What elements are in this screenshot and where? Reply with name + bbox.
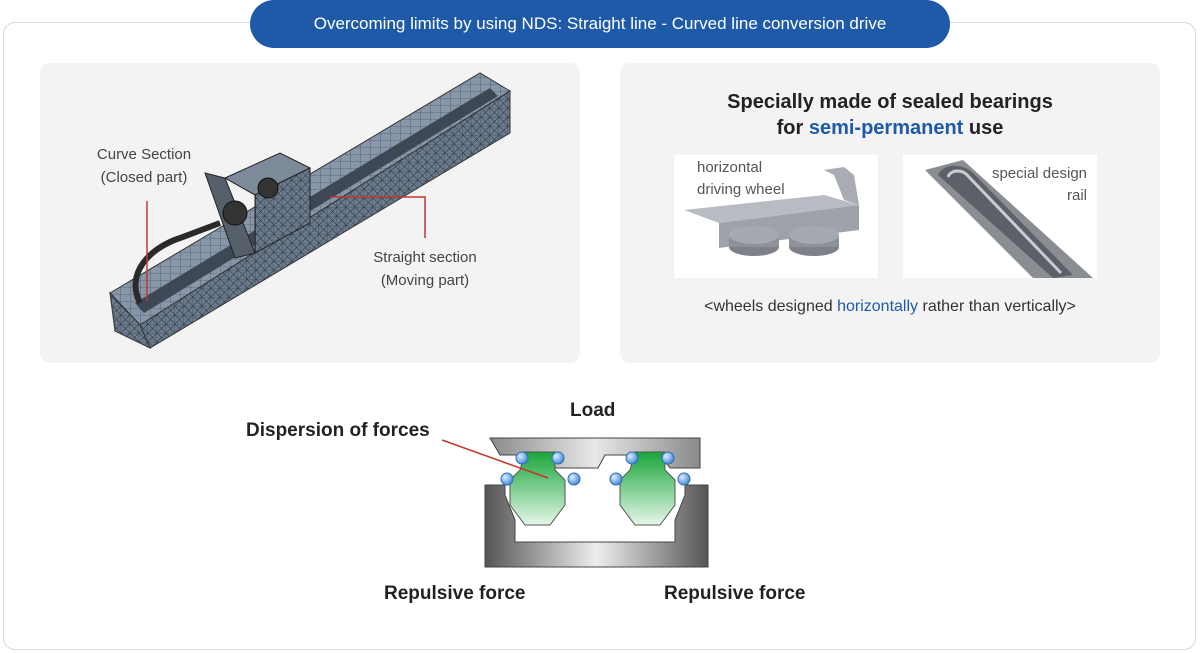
caption-highlight: horizontally <box>837 298 919 315</box>
page-title: Overcoming limits by using NDS: Straight… <box>313 14 887 33</box>
repulsive-force-left-label: Repulsive force <box>384 583 526 604</box>
bearings-caption: <wheels designed horizontally rather tha… <box>620 298 1160 316</box>
straight-section-label: Straight section (Moving part) <box>360 246 490 292</box>
repulsive-force-right-label: Repulsive force <box>664 583 806 604</box>
caption-suffix: rather than vertically> <box>922 298 1076 315</box>
straight-label-line1: Straight section <box>373 249 477 266</box>
special-rail-illustration <box>925 160 1093 278</box>
bearings-heading-line2: for semi-permanent use <box>620 115 1160 142</box>
heading-prefix: for <box>776 117 804 139</box>
rail-mesh-illustration <box>109 72 511 350</box>
straight-label-line2: (Moving part) <box>380 272 470 289</box>
special-rail-label: special design rail <box>992 163 1087 207</box>
dispersion-label: Dispersion of forces <box>246 420 430 441</box>
photo-driving-wheel: horizontal driving wheel <box>674 155 878 278</box>
curve-label-line1: Curve Section <box>96 146 192 163</box>
caption-prefix: <wheels designed <box>704 298 833 315</box>
driving-wheel-label: horizontal driving wheel <box>697 157 785 201</box>
title-banner: Overcoming limits by using NDS: Straight… <box>250 0 950 48</box>
heading-highlight: semi-permanent <box>808 117 964 139</box>
special-rail-label-line2: rail <box>1066 187 1087 204</box>
driving-wheel-label-line2: driving wheel <box>697 181 785 198</box>
heading-suffix: use <box>968 117 1004 139</box>
driving-wheel-label-line1: horizontal <box>697 159 763 176</box>
curve-label-line2: (Closed part) <box>100 169 188 186</box>
photo-special-rail: special design rail <box>903 155 1097 278</box>
bearings-heading-line1: Specially made of sealed bearings <box>727 91 1053 113</box>
load-label: Load <box>570 400 616 421</box>
force-cross-section-diagram <box>441 437 709 568</box>
special-rail-label-line1: special design <box>991 165 1087 182</box>
curve-section-label: Curve Section (Closed part) <box>84 143 204 189</box>
driving-wheel-illustration <box>684 167 859 256</box>
